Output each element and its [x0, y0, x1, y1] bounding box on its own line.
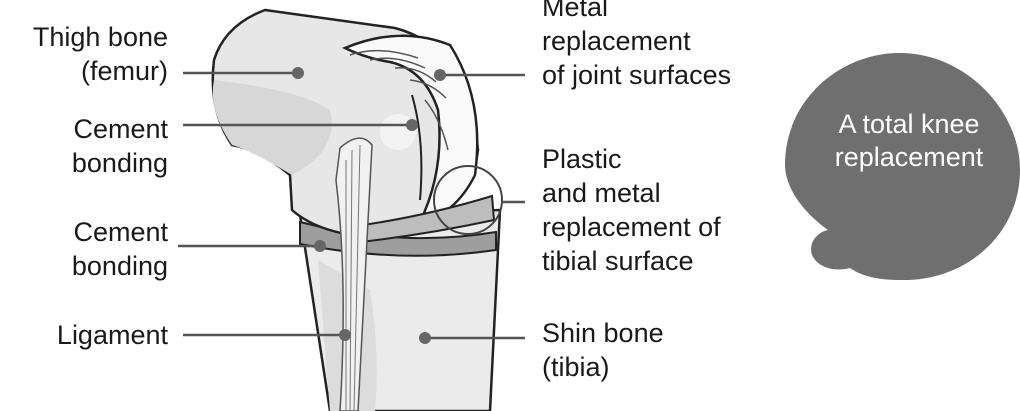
label-tibia-line1: Shin bone: [542, 316, 664, 350]
bubble-text-line2: replacement: [800, 141, 1018, 174]
label-cement-lower: Cement bonding: [0, 215, 168, 283]
label-cement-upper-line1: Cement: [0, 112, 168, 146]
label-femur-line1: Thigh bone: [0, 20, 168, 54]
label-plastic-line4: tibial surface: [542, 244, 721, 278]
label-cement-lower-line2: bonding: [0, 249, 168, 283]
label-cement-upper: Cement bonding: [0, 112, 168, 180]
label-tibia: Shin bone (tibia): [542, 316, 664, 384]
bubble-text: A total knee replacement: [800, 108, 1018, 174]
label-ligament-line1: Ligament: [0, 318, 168, 352]
label-metal: Metal replacement of joint surfaces: [542, 0, 731, 92]
label-femur-line2: (femur): [0, 54, 168, 88]
label-cement-upper-line2: bonding: [0, 146, 168, 180]
label-plastic-line3: replacement of: [542, 210, 721, 244]
label-tibia-line2: (tibia): [542, 350, 664, 384]
label-metal-line3: of joint surfaces: [542, 58, 731, 92]
label-plastic-line2: and metal: [542, 176, 721, 210]
bubble-text-line1: A total knee: [800, 108, 1018, 141]
label-ligament: Ligament: [0, 318, 168, 352]
label-plastic: Plastic and metal replacement of tibial …: [542, 142, 721, 278]
label-femur: Thigh bone (femur): [0, 20, 168, 88]
label-metal-line2: replacement: [542, 24, 731, 58]
label-plastic-line1: Plastic: [542, 142, 721, 176]
label-metal-line1: Metal: [542, 0, 731, 24]
label-cement-lower-line1: Cement: [0, 215, 168, 249]
